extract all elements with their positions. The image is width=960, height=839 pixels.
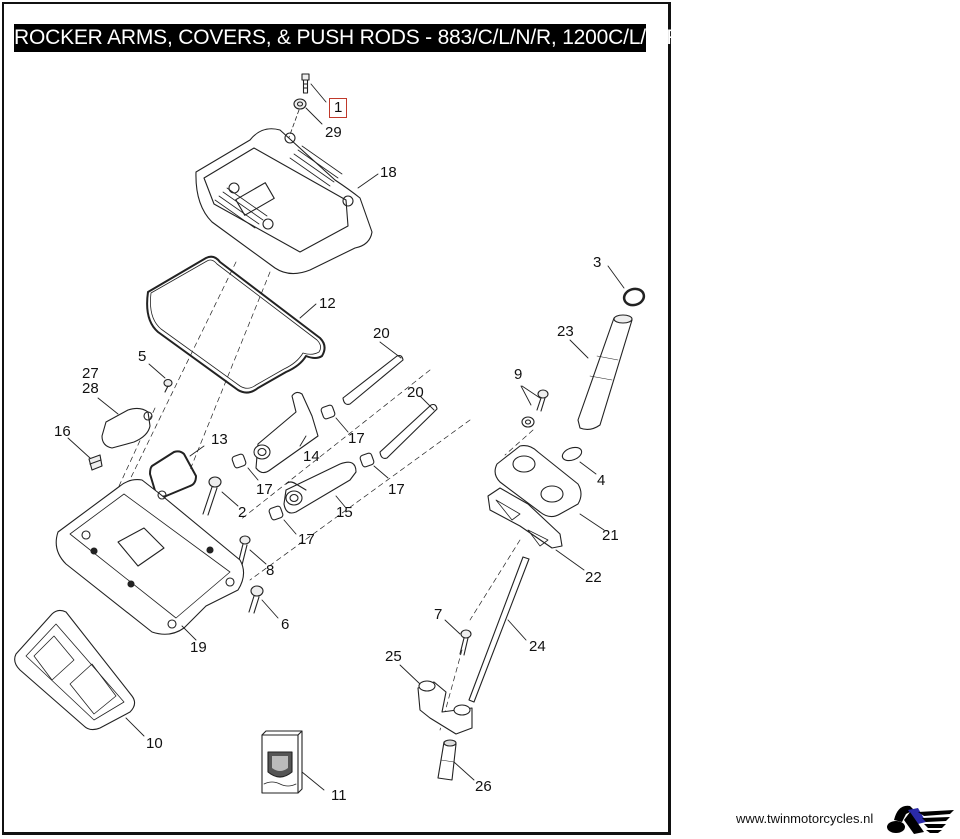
- callout-23[interactable]: 23: [557, 323, 574, 340]
- callout-17-c[interactable]: 17: [388, 481, 405, 498]
- part-8-bolt[interactable]: [236, 535, 251, 570]
- part-17-bushing[interactable]: [231, 453, 247, 469]
- part-21-lifter-cover[interactable]: [494, 445, 582, 518]
- part-17-bushing[interactable]: [268, 505, 284, 521]
- part-11-sealant-package[interactable]: [261, 730, 303, 794]
- part-20-rocker-shaft[interactable]: [379, 403, 438, 459]
- callout-10[interactable]: 10: [146, 735, 163, 752]
- part-19-rocker-housing[interactable]: [55, 479, 245, 635]
- part-13-gasket[interactable]: [149, 450, 197, 498]
- part-6-bolt[interactable]: [248, 585, 264, 614]
- callout-14[interactable]: 14: [303, 448, 320, 465]
- callout-22[interactable]: 22: [585, 569, 602, 586]
- callout-1[interactable]: 1: [329, 98, 348, 118]
- callout-17-a[interactable]: 17: [348, 430, 365, 447]
- part-26-hydraulic-lifter[interactable]: [437, 739, 457, 781]
- part-7-bolt[interactable]: [459, 629, 472, 656]
- callout-3[interactable]: 3: [593, 254, 602, 271]
- motorcycle-wing-logo-icon: [887, 805, 954, 834]
- callout-9[interactable]: 9: [514, 366, 523, 383]
- callout-8[interactable]: 8: [266, 562, 275, 579]
- part-25-lifter-guide[interactable]: [417, 680, 473, 735]
- callout-4[interactable]: 4: [597, 472, 606, 489]
- website-link[interactable]: www.twinmotorcycles.nl: [736, 811, 874, 826]
- part-27-28-breather-cover[interactable]: [101, 407, 153, 449]
- part-12-cover-gasket[interactable]: [146, 255, 326, 394]
- callout-18[interactable]: 18: [380, 164, 397, 181]
- part-5-screw[interactable]: [163, 378, 173, 393]
- callout-16[interactable]: 16: [54, 423, 71, 440]
- part-17-bushing[interactable]: [320, 404, 336, 420]
- part-10-housing-gasket[interactable]: [14, 609, 136, 731]
- part-1-bolt[interactable]: [301, 73, 310, 94]
- callout-17-d[interactable]: 17: [298, 531, 315, 548]
- part-15-rocker-arm[interactable]: [283, 461, 357, 514]
- callout-19[interactable]: 19: [190, 639, 207, 656]
- part-14-rocker-arm[interactable]: [253, 391, 319, 474]
- diagram-title: ROCKER ARMS, COVERS, & PUSH RODS - 883/C…: [14, 24, 682, 52]
- exploded-parts-diagram: [14, 73, 646, 794]
- part-22-lifter-gasket[interactable]: [487, 487, 563, 549]
- callout-5[interactable]: 5: [138, 348, 147, 365]
- callout-27[interactable]: 27: [82, 365, 99, 382]
- part-16-plug[interactable]: [88, 454, 103, 471]
- callout-20-upper[interactable]: 20: [373, 325, 390, 342]
- callout-25[interactable]: 25: [385, 648, 402, 665]
- callout-29[interactable]: 29: [325, 124, 342, 141]
- part-29-washer[interactable]: [293, 98, 307, 110]
- callout-21[interactable]: 21: [602, 527, 619, 544]
- leader-lines: [67, 83, 625, 791]
- callout-15[interactable]: 15: [336, 504, 353, 521]
- callout-7[interactable]: 7: [434, 606, 443, 623]
- callout-26[interactable]: 26: [475, 778, 492, 795]
- callout-28[interactable]: 28: [82, 380, 99, 397]
- part-18-rocker-cover[interactable]: [195, 128, 373, 275]
- part-17-bushing[interactable]: [359, 452, 375, 468]
- part-4-o-ring[interactable]: [561, 445, 584, 463]
- part-20-rocker-shaft[interactable]: [342, 354, 404, 405]
- callout-6[interactable]: 6: [281, 616, 290, 633]
- callout-13[interactable]: 13: [211, 431, 228, 448]
- callout-20-lower[interactable]: 20: [407, 384, 424, 401]
- part-24-push-rod[interactable]: [468, 556, 530, 703]
- part-3-seal-ring[interactable]: [622, 287, 646, 308]
- callout-17-b[interactable]: 17: [256, 481, 273, 498]
- callout-11[interactable]: 11: [331, 787, 347, 804]
- callout-24[interactable]: 24: [529, 638, 546, 655]
- part-2-bolt[interactable]: [202, 476, 222, 516]
- part-9-bolt-washer[interactable]: [521, 389, 549, 428]
- part-23-push-rod-cover[interactable]: [577, 314, 633, 431]
- callout-2[interactable]: 2: [238, 504, 247, 521]
- callout-12[interactable]: 12: [319, 295, 336, 312]
